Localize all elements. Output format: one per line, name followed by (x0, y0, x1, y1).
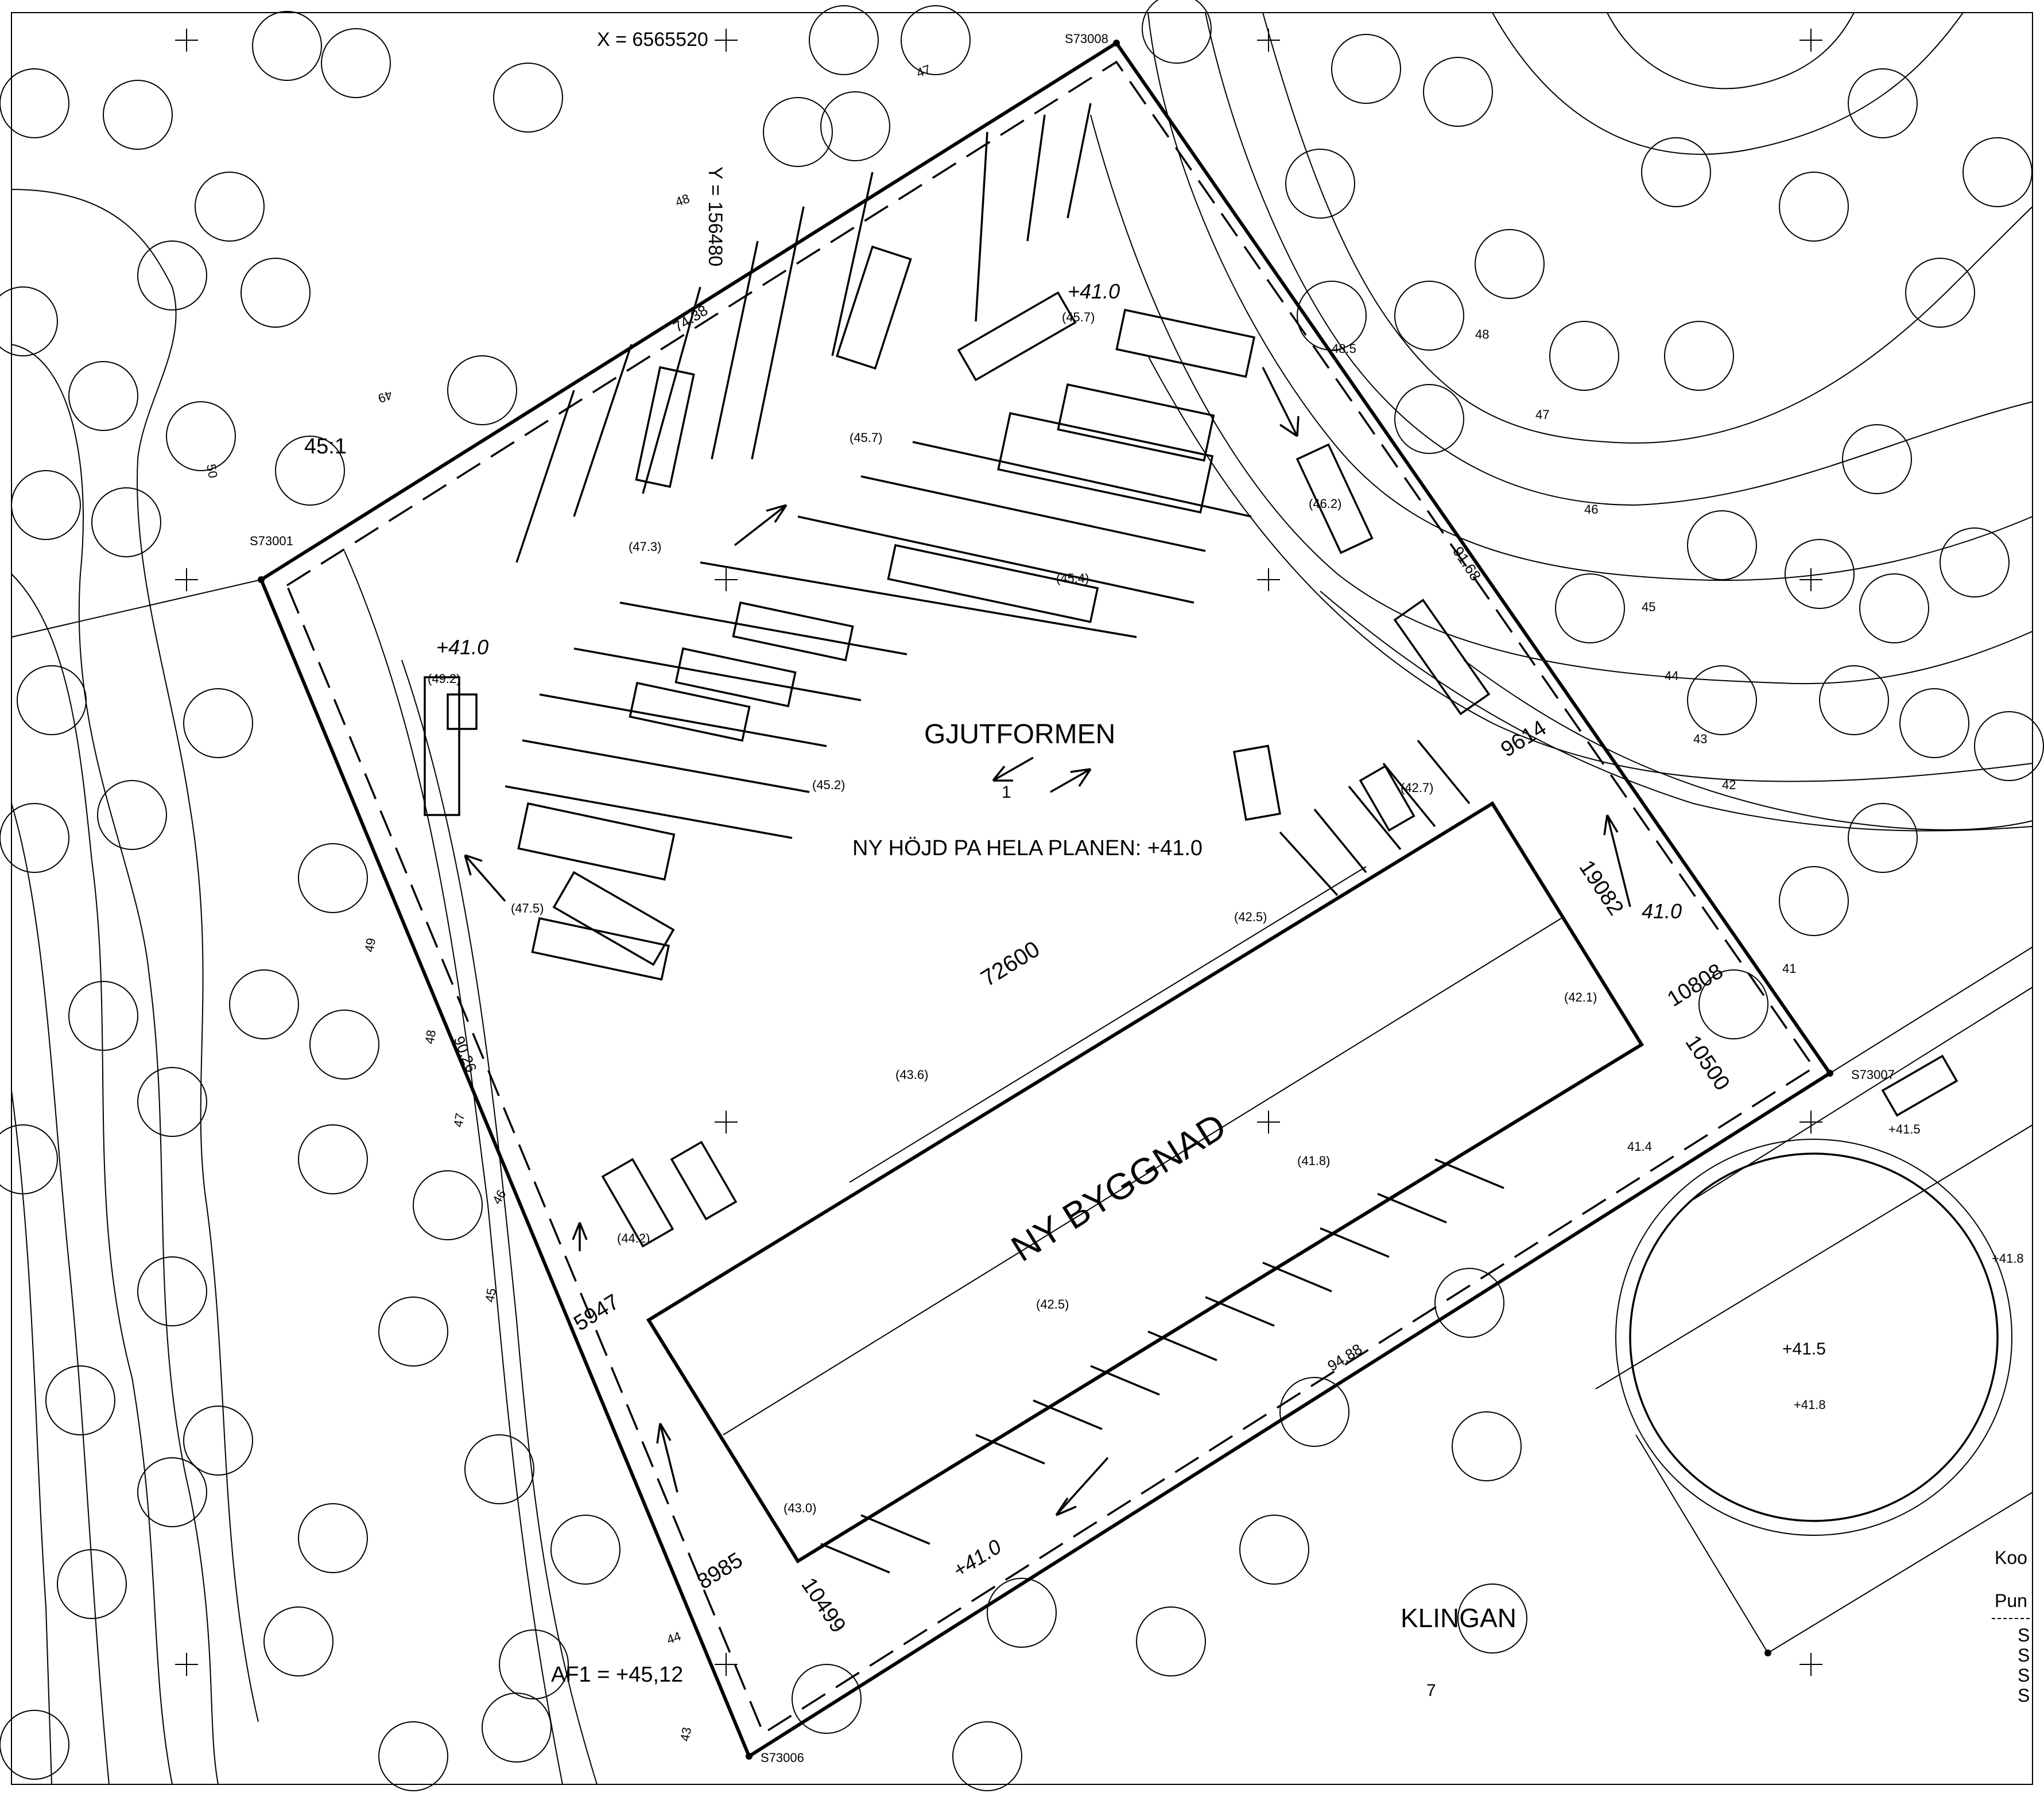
legend-fragment: Koo (1995, 1547, 2027, 1568)
vehicles (424, 245, 1958, 1248)
parcel-label: 45:1 (304, 434, 347, 459)
design-level: 41.0 (1642, 899, 1682, 923)
spot-height: +41.8 (1992, 1251, 2024, 1266)
survey-point: S73008 (1065, 32, 1108, 46)
labels: GJUTFORMEN 1 NY HÖJD PA HELA PLANEN: +41… (204, 29, 2030, 1765)
contour-lines (11, 12, 2033, 1785)
spot-height: (43.6) (895, 1068, 928, 1082)
spot-height: (45.7) (850, 430, 882, 445)
spot-height: (49.2) (428, 672, 460, 686)
spot-height: (47.5) (511, 901, 544, 915)
contour-label: 47 (1535, 407, 1549, 422)
drawing-frame (11, 12, 2033, 1785)
survey-point: S73007 (1851, 1068, 1895, 1082)
boundary-length: 91.68 (1449, 544, 1484, 584)
storage-rows (505, 103, 1252, 881)
neighbor-name: KLINGAN (1401, 1603, 1516, 1633)
new-building (646, 801, 1644, 1564)
dimension-label: 10499 (797, 1574, 851, 1637)
spot-height: (45.4) (1056, 571, 1089, 585)
spot-height: (44.2) (617, 1231, 650, 1245)
spot-height: (42.1) (1564, 990, 1597, 1004)
grid-crosses (175, 29, 1822, 1676)
contour-label: 43 (1693, 732, 1707, 746)
spot-height: +41.8 (1794, 1398, 1826, 1412)
design-level: +41.0 (1068, 280, 1120, 303)
legend-fragment: S (2018, 1625, 2030, 1645)
design-level: 41.4 (1627, 1139, 1652, 1154)
contour-label: 43 (677, 1726, 694, 1742)
floor-level: AF1 = +45,12 (551, 1663, 683, 1687)
contour-label: 48 (422, 1028, 439, 1045)
boundary-length: 74.38 (670, 301, 711, 336)
spot-height: (43.0) (784, 1501, 816, 1515)
spot-height: +41.5 (1888, 1122, 1921, 1136)
dimension-label: 10808 (1663, 959, 1728, 1012)
flow-arrows (464, 367, 1631, 1516)
dimension-label: 10500 (1681, 1031, 1735, 1095)
design-level: +41.0 (949, 1535, 1006, 1582)
area-name: GJUTFORMEN (924, 719, 1115, 750)
dimension-label: 5947 (570, 1290, 624, 1336)
contour-label: 49 (376, 387, 394, 406)
spot-height: (46.2) (1309, 496, 1341, 511)
legend-fragment: S (2018, 1665, 2030, 1686)
spot-height: (45.7) (1062, 310, 1095, 324)
legend-fragment: S (2018, 1685, 2030, 1706)
y-coordinate: Y = 156480 (704, 166, 726, 266)
survey-point: S73006 (761, 1751, 804, 1765)
spot-height: 41 (1782, 961, 1796, 976)
height-note: NY HÖJD PA HELA PLANEN: +41.0 (852, 836, 1203, 860)
neighbor-number: 7 (1426, 1681, 1436, 1700)
design-level: +41.0 (436, 635, 488, 659)
survey-point-markers (258, 40, 1833, 1760)
contour-label: 46 (1584, 502, 1598, 517)
contour-label: 45 (1642, 600, 1655, 614)
legend-fragment: Pun (1995, 1590, 2027, 1611)
x-coordinate: X = 6565520 (597, 29, 708, 51)
building-label: NY BYGGNAD (1004, 1105, 1233, 1270)
contour-label: 44 (665, 1629, 683, 1647)
legend-fragment: S (2018, 1645, 2030, 1666)
dimension-label: 9614 (1497, 716, 1551, 762)
spot-height: (42.5) (1234, 910, 1267, 924)
contour-label: 46 (490, 1187, 509, 1207)
contour-label: 49 (362, 937, 378, 953)
contour-label: 48.5 (1332, 341, 1356, 356)
survey-point: S73001 (250, 534, 293, 548)
spot-height: (41.8) (1297, 1154, 1330, 1168)
spot-height: (45.2) (812, 778, 845, 792)
contour-label: 48 (673, 191, 692, 209)
contour-label: 50 (204, 463, 220, 479)
contour-label: 47 (914, 62, 933, 80)
contour-label: 48 (1475, 327, 1489, 341)
spot-height: (42.7) (1401, 781, 1433, 795)
contour-label: 44 (1665, 669, 1678, 683)
spot-height: (47.3) (629, 540, 661, 554)
round-yard (1615, 1139, 2012, 1536)
area-number: 1 (1002, 783, 1011, 802)
contour-label: 45 (482, 1287, 499, 1303)
parking-stalls (820, 739, 1504, 1574)
contour-label: 42 (1722, 778, 1736, 792)
contour-label: 47 (451, 1112, 467, 1128)
spot-height: (42.5) (1036, 1297, 1069, 1311)
dimension-label: 72600 (976, 936, 1044, 991)
dimension-label: 8985 (693, 1548, 747, 1594)
design-level: +41.5 (1782, 1340, 1826, 1359)
